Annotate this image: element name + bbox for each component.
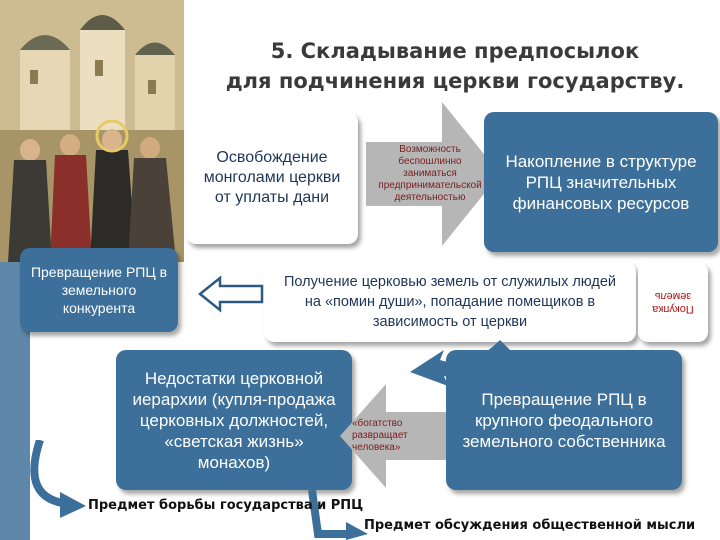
wealth-arrow (340, 384, 452, 488)
land-acquisition-text: Получение церковью земель от служилых лю… (284, 274, 616, 330)
bottom-arrows (30, 440, 368, 540)
land-purchase-text: Покупка земель (652, 290, 694, 315)
land-acquisition-box: Получение церковью земель от служилых лю… (264, 262, 636, 342)
accumulation-box: Накопление в структуре РПЦ значительных … (484, 112, 718, 252)
public-discussion-caption: Предмет обсуждения общественной мысли (364, 518, 695, 533)
feudal-owner-box: Превращение РПЦ в крупного феодального з… (446, 350, 682, 490)
icon-painting-image (0, 0, 184, 262)
possibility-text: Возможность беспошлинно заниматься предп… (378, 144, 482, 203)
painting-illustration (0, 0, 184, 262)
wealth-text: «богатство развращает человека» (352, 418, 408, 453)
exemption-box: Освобождение монголами церкви от уплаты … (186, 112, 358, 244)
state-struggle-caption: Предмет борьбы государства и РПЦ (88, 498, 363, 513)
arrow-left-icon (198, 275, 264, 313)
exemption-text: Освобождение монголами церкви от уплаты … (203, 149, 341, 206)
feudal-owner-text: Превращение РПЦ в крупного феодального з… (462, 389, 666, 451)
slide-title: 5. Складывание предпосылок для подчинени… (190, 36, 720, 96)
accumulation-text: Накопление в структуре РПЦ значительных … (505, 151, 697, 213)
title-line-2: для подчинения церкви государству. (225, 69, 685, 93)
state-struggle-text: Предмет борьбы государства и РПЦ (88, 498, 364, 513)
public-discussion-text: Предмет обсуждения общественной мысли (364, 518, 696, 533)
hierarchy-flaws-box: Недостатки церковной иерархии (купля-про… (116, 350, 352, 490)
hierarchy-flaws-text: Недостатки церковной иерархии (купля-про… (132, 368, 336, 472)
land-purchase-box: Покупка земель (638, 262, 708, 342)
rpc-competitor-box: Превращение РПЦ в земельного конкурента (20, 248, 178, 332)
title-line-1: 5. Складывание предпосылок (270, 39, 640, 63)
possibility-arrow (366, 102, 500, 246)
rpc-competitor-text: Превращение РПЦ в земельного конкурента (30, 264, 168, 316)
wealth-text-wrap: «богатство развращает человека» (352, 418, 432, 454)
possibility-text-wrap: Возможность беспошлинно заниматься предп… (366, 144, 494, 224)
